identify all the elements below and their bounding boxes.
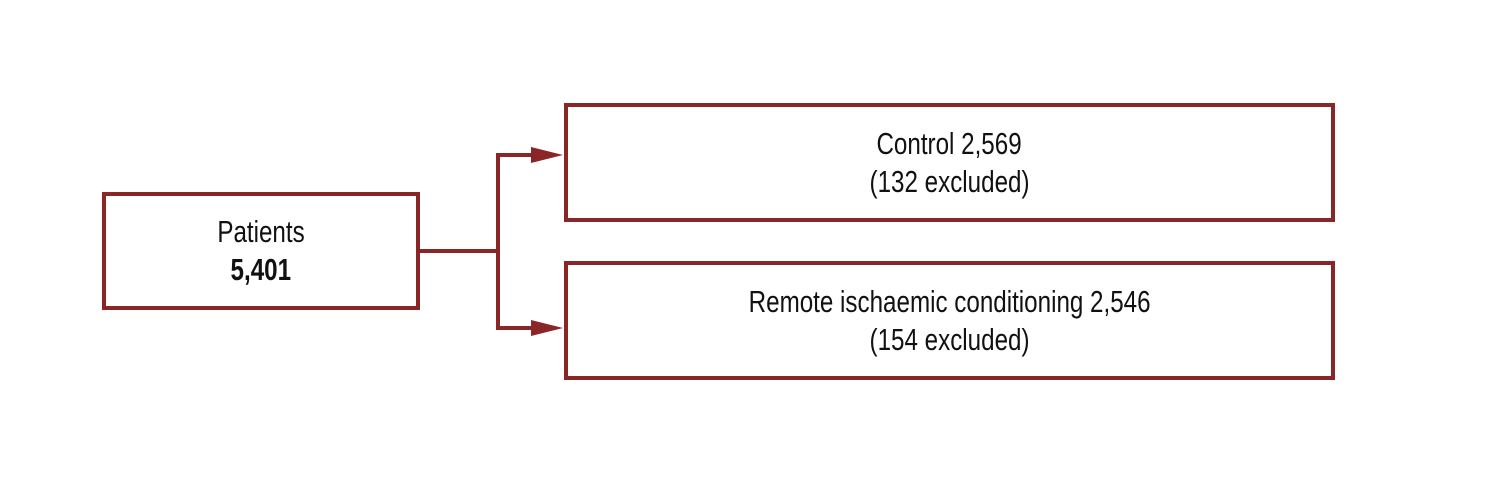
ric-excluded: (154 excluded) bbox=[869, 321, 1030, 357]
control-box: Control 2,569 (132 excluded) bbox=[564, 103, 1335, 222]
control-label: Control 2,569 bbox=[876, 125, 1023, 161]
arrowhead-control-icon bbox=[531, 147, 563, 163]
ric-label: Remote ischaemic conditioning 2,546 bbox=[748, 283, 1151, 319]
patients-label: Patients bbox=[217, 214, 305, 249]
control-excluded: (132 excluded) bbox=[869, 163, 1030, 199]
patients-box: Patients 5,401 bbox=[102, 192, 420, 310]
ric-box: Remote ischaemic conditioning 2,546 (154… bbox=[564, 261, 1335, 380]
patients-count: 5,401 bbox=[230, 252, 292, 287]
arrowhead-ric-icon bbox=[531, 320, 563, 336]
